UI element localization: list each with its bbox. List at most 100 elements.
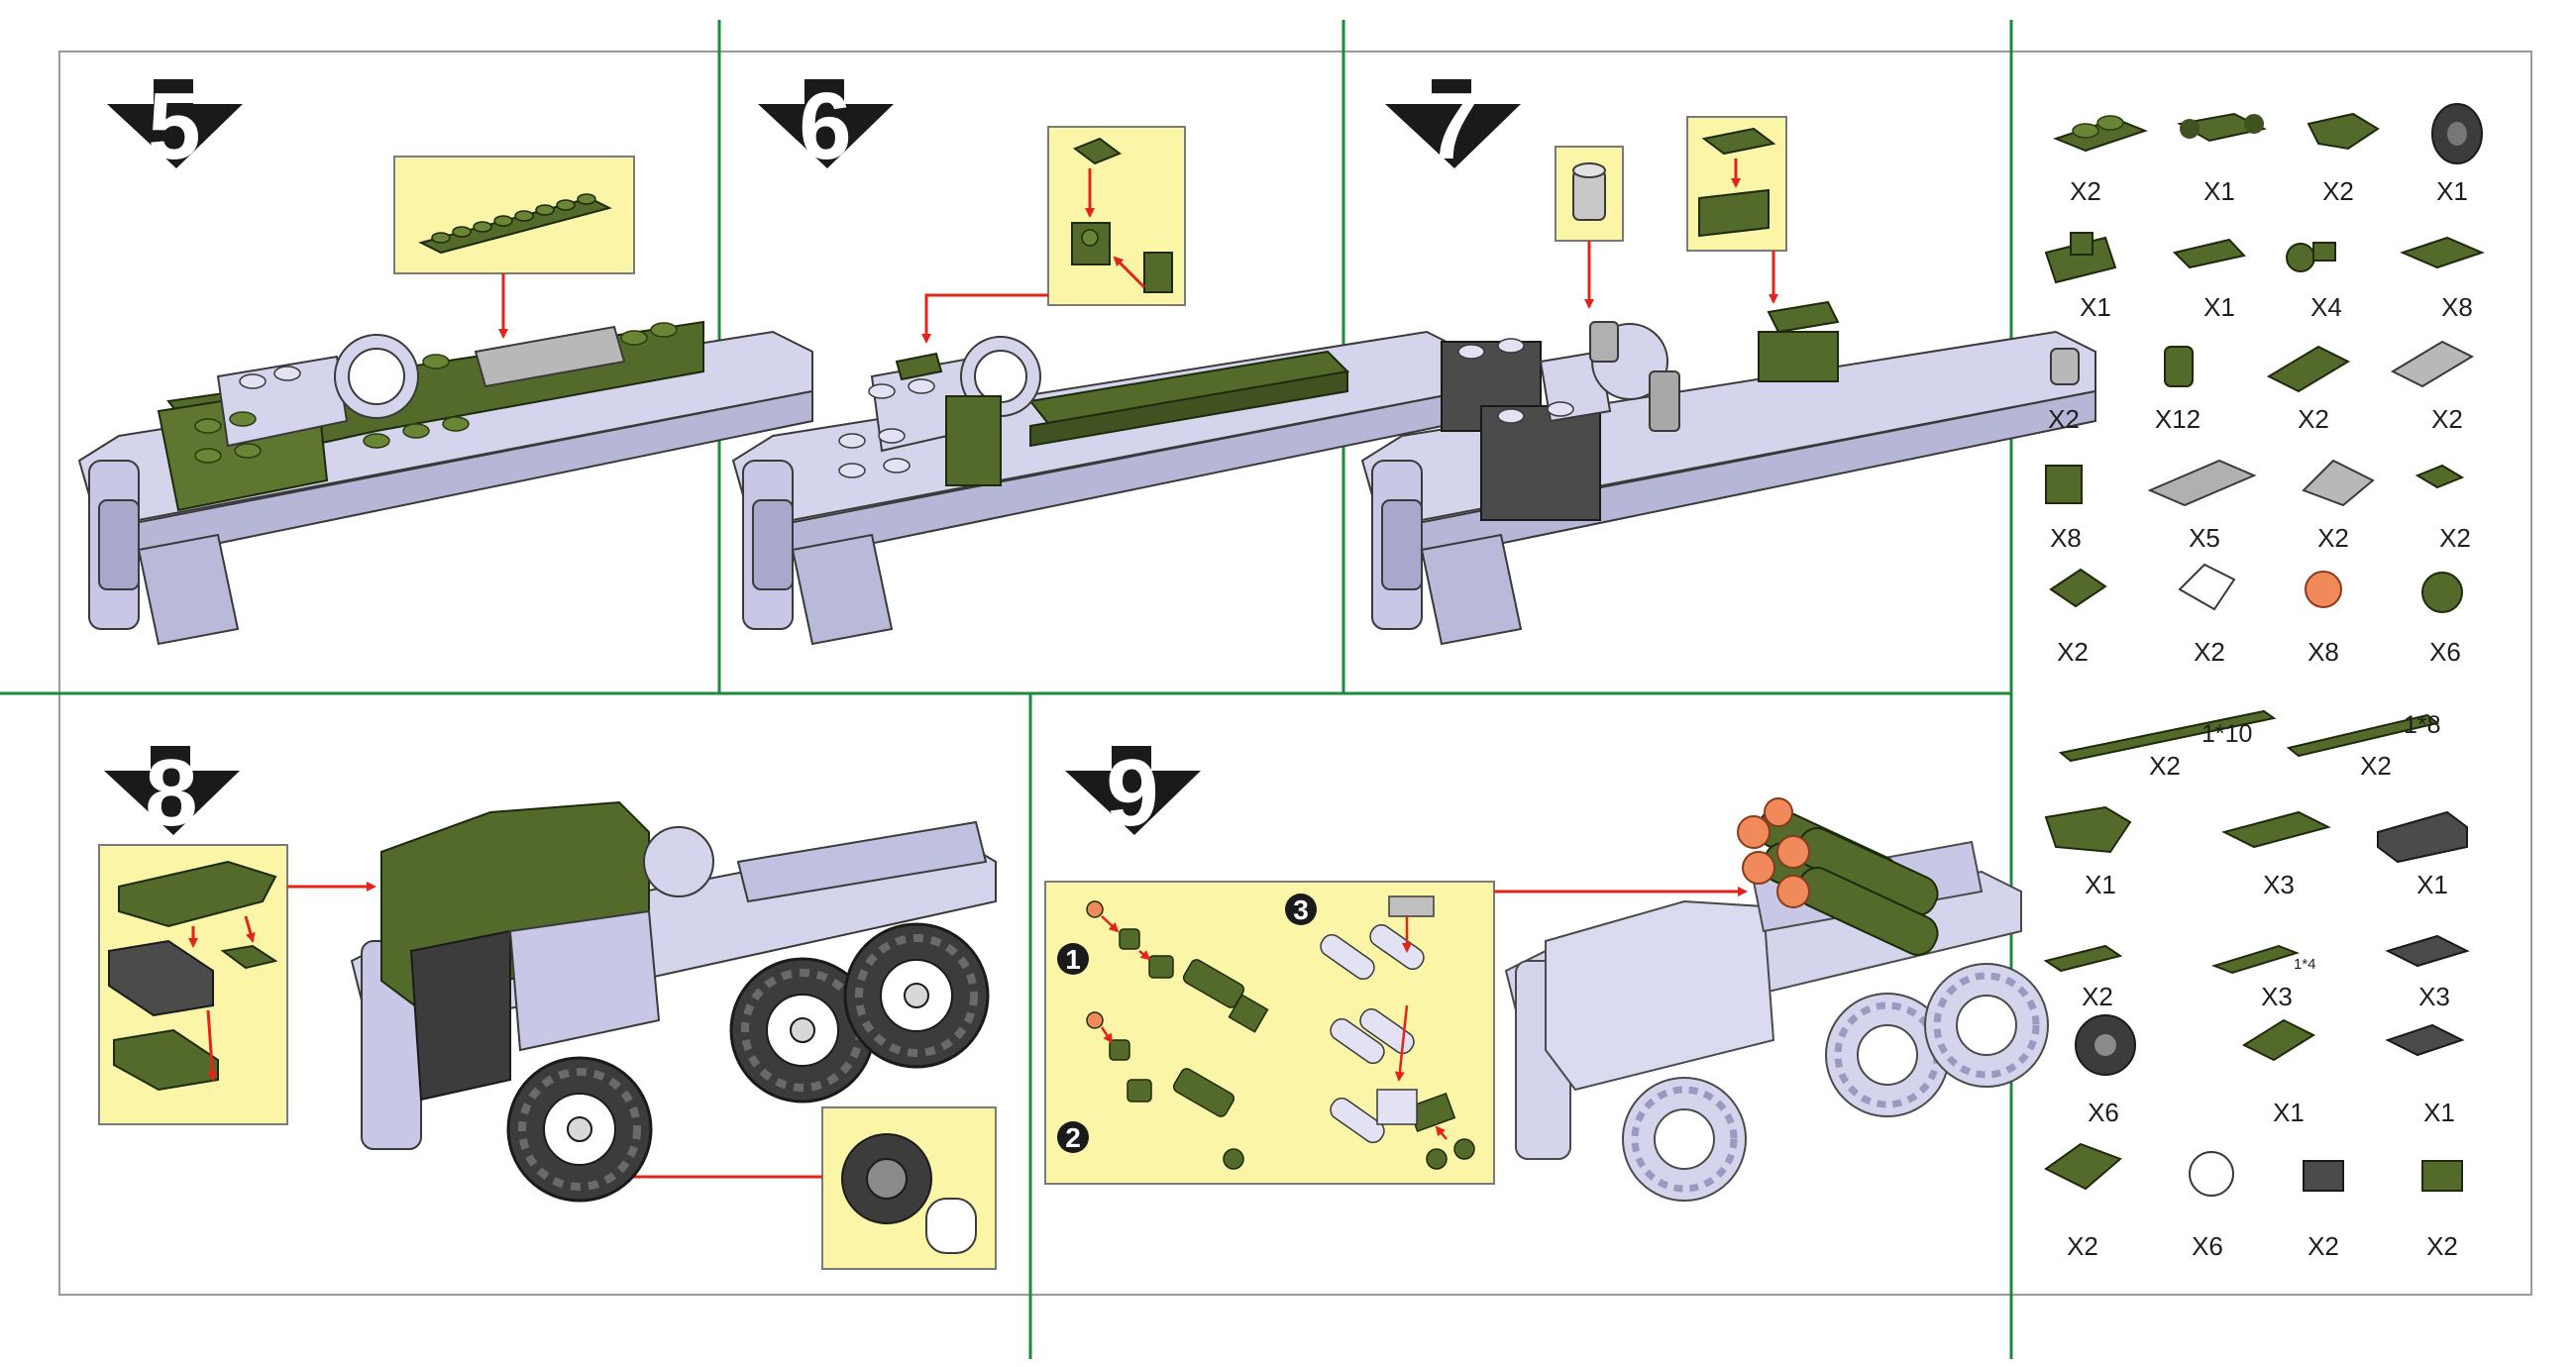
part-plate-2x2-green-b xyxy=(2049,568,2107,608)
step-8-panel: 8 xyxy=(98,740,997,1270)
qty-label: X5 xyxy=(2189,523,2220,553)
part-tire-black xyxy=(2075,1014,2136,1076)
step-9-number: 9 xyxy=(1106,740,1158,846)
qty-label: X2 xyxy=(2298,404,2329,434)
qty-label: X1 xyxy=(2436,176,2468,206)
qty-label: X8 xyxy=(2050,523,2082,553)
qty-label: X8 xyxy=(2308,637,2339,667)
part-round-plate-trans-orange xyxy=(2305,571,2342,608)
part-round-brick-gray xyxy=(2050,348,2080,385)
qty-label: X2 xyxy=(2057,637,2089,667)
step-7-number: 7 xyxy=(1426,73,1478,179)
qty-label: X2 xyxy=(2322,176,2354,206)
qty-label: X6 xyxy=(2429,637,2461,667)
qty-label: X4 xyxy=(2310,292,2342,322)
part-slope-trans-clear xyxy=(2178,563,2236,611)
step-5-part-callout xyxy=(393,156,635,274)
step-8-part-callout xyxy=(98,844,288,1125)
part-round-brick-green xyxy=(2164,346,2194,387)
part-brick-side-stud-green xyxy=(2045,465,2083,504)
svg-text:2: 2 xyxy=(1065,1122,1081,1153)
qty-label: X12 xyxy=(2154,404,2201,434)
qty-label: X2 xyxy=(2426,1231,2458,1261)
step-7-part-callout-a xyxy=(1555,146,1624,242)
step-5-number: 5 xyxy=(148,73,200,179)
dimension-label-1x4: 1*4 xyxy=(2294,956,2316,973)
substep-1-marker: 1 xyxy=(1057,943,1089,975)
step-6-panel: 6 xyxy=(732,73,1467,645)
step-8-number-arrow: 8 xyxy=(104,740,240,846)
step-7-part-callout-b xyxy=(1686,116,1787,252)
step-6-number-arrow: 6 xyxy=(758,73,894,179)
step-5-panel: 5 xyxy=(78,73,813,645)
part-hinge-green xyxy=(2173,238,2246,269)
qty-label: X1 xyxy=(2080,292,2111,322)
qty-label: X2 xyxy=(2308,1231,2339,1261)
green-dividers xyxy=(0,20,2013,1359)
step-6-vehicle xyxy=(732,331,1467,645)
part-plate-1x2-green xyxy=(2053,115,2148,153)
step-6-arrow xyxy=(921,293,1048,344)
step-6-number: 6 xyxy=(799,73,851,179)
step-9-subassembly-callout: 1 2 3 xyxy=(1044,881,1495,1185)
qty-label: X2 xyxy=(2082,982,2113,1011)
qty-label: X1 xyxy=(2085,870,2116,899)
part-plate-1x10-green xyxy=(2058,709,2277,763)
step-9-vehicle xyxy=(1504,797,2048,1201)
parts-list xyxy=(2043,103,2485,1197)
qty-label: X6 xyxy=(2192,1231,2223,1261)
part-wheel-holder-dark-gray xyxy=(2385,934,2470,968)
step-7-number-arrow: 7 xyxy=(1385,73,1521,179)
part-slope-gray xyxy=(2302,459,2375,507)
part-plate-2x4-green xyxy=(2221,810,2331,849)
step-9-panel: 9 1 2 3 xyxy=(1044,740,2048,1201)
dimension-label-1x10: 1*10 xyxy=(2201,720,2253,748)
part-tile-2x2-green-b xyxy=(2241,1018,2316,1062)
part-tile-1x1-green xyxy=(2415,464,2465,489)
qty-label: X3 xyxy=(2263,870,2295,899)
qty-label: X3 xyxy=(2261,982,2293,1011)
part-plate-pin-dark-gray xyxy=(2385,1023,2465,1057)
step-8-vehicle xyxy=(350,800,997,1201)
qty-label: X1 xyxy=(2203,176,2235,206)
qty-label: X2 xyxy=(2048,404,2080,434)
dimension-label-1x8: 1*8 xyxy=(2404,711,2441,739)
svg-text:1: 1 xyxy=(1065,944,1081,975)
part-brick-1x2-dark-gray xyxy=(2303,1160,2344,1192)
qty-label: X2 xyxy=(2067,1231,2098,1261)
part-brick-1x4-dark-gray xyxy=(2377,810,2468,864)
step-5-number-arrow: 5 xyxy=(107,73,243,179)
part-rim-white xyxy=(2189,1151,2234,1197)
part-bracket-green xyxy=(2044,232,2117,284)
part-grille-gray xyxy=(2147,459,2257,507)
part-plate-wheel-holder-green xyxy=(2177,112,2267,143)
qty-label: X6 xyxy=(2088,1098,2119,1127)
qty-label: X2 xyxy=(2194,637,2225,667)
step-9-number-arrow: 9 xyxy=(1065,740,1201,846)
qty-label: X2 xyxy=(2070,176,2101,206)
step-8-number: 8 xyxy=(145,740,197,846)
step-7-panel: 7 xyxy=(1361,73,2096,645)
part-round-plate-green xyxy=(2421,572,2463,613)
part-tile-2x2-green xyxy=(2266,345,2351,393)
qty-label: X2 xyxy=(2149,751,2181,781)
part-plate-1x4-green xyxy=(2043,944,2123,973)
qty-label: X8 xyxy=(2441,292,2473,322)
qty-label: X2 xyxy=(2360,751,2392,781)
step-8-wheel-callout xyxy=(821,1106,997,1270)
part-slope-green xyxy=(2307,112,2380,151)
part-plate-1x8-green xyxy=(2286,713,2440,758)
qty-label: X1 xyxy=(2203,292,2235,322)
qty-label: X2 xyxy=(2431,404,2463,434)
qty-label: X2 xyxy=(2317,523,2349,553)
step-7-vehicle xyxy=(1361,300,2096,645)
svg-text:3: 3 xyxy=(1293,894,1309,925)
part-slope-2x2-green xyxy=(2044,1142,2122,1191)
part-tile-2x2-gray xyxy=(2390,340,2475,388)
qty-label: X3 xyxy=(2418,982,2450,1011)
part-plate-2x2-green xyxy=(2400,236,2485,269)
step-5-vehicle xyxy=(78,320,813,645)
qty-label: X1 xyxy=(2273,1098,2305,1127)
part-tile-1x4-green xyxy=(2210,944,2301,975)
part-curved-slope-green xyxy=(2044,805,2132,854)
